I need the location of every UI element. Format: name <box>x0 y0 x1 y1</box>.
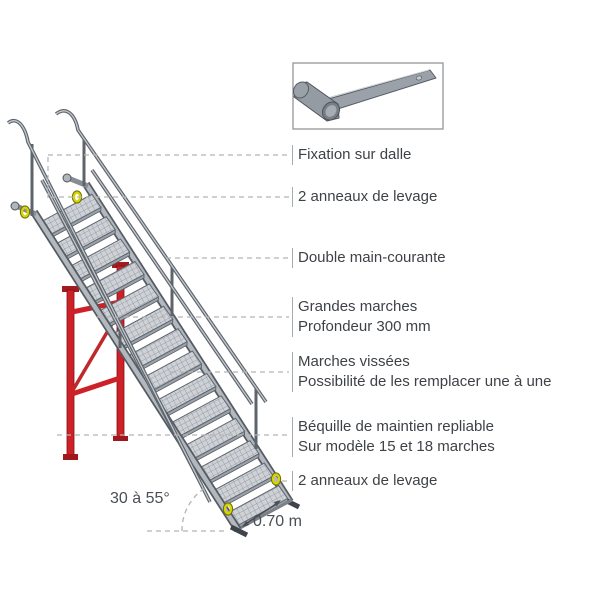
treads <box>41 193 289 530</box>
lifting-ring-icon <box>222 502 234 516</box>
callout-line: 2 anneaux de levage <box>298 472 438 489</box>
callout-double-main-courante: Double main-courante <box>292 248 446 268</box>
callout-line: Marches vissées <box>298 353 410 370</box>
width-dimension-label: 0.70 m <box>253 513 302 530</box>
callout-bequille: Béquille de maintien repliable Sur modèl… <box>292 417 495 457</box>
callout-anneaux-levage-bas: 2 anneaux de levage <box>292 471 437 491</box>
width-arrow <box>242 500 281 527</box>
callout-line: Possibilité de les remplacer une à une <box>298 373 552 390</box>
callout-anneaux-levage-haut: 2 anneaux de levage <box>292 187 437 207</box>
angle-dimension-label: 30 à 55° <box>110 490 170 507</box>
lifting-ring-icon <box>19 205 31 219</box>
inset-fixation-detail <box>292 62 444 130</box>
callout-line: Double main-courante <box>298 249 446 266</box>
callout-line: Béquille de maintien repliable <box>298 418 494 435</box>
near-handrail <box>6 118 212 503</box>
callout-line: Fixation sur dalle <box>298 146 412 163</box>
callout-grandes-marches: Grandes marches Profondeur 300 mm <box>292 297 431 337</box>
far-handrail <box>54 109 268 449</box>
callout-line: Profondeur 300 mm <box>298 318 431 335</box>
callout-line: Grandes marches <box>298 298 418 315</box>
callout-fixation-sur-dalle: Fixation sur dalle <box>292 145 411 165</box>
leader-lines <box>47 154 289 482</box>
callout-line: Sur modèle 15 et 18 marches <box>298 438 495 455</box>
callout-line: 2 anneaux de levage <box>298 188 438 205</box>
callout-marches-vissees: Marches vissées Possibilité de les rempl… <box>292 352 551 392</box>
lifting-ring-icon <box>270 472 282 486</box>
angle-annotation <box>147 487 228 532</box>
